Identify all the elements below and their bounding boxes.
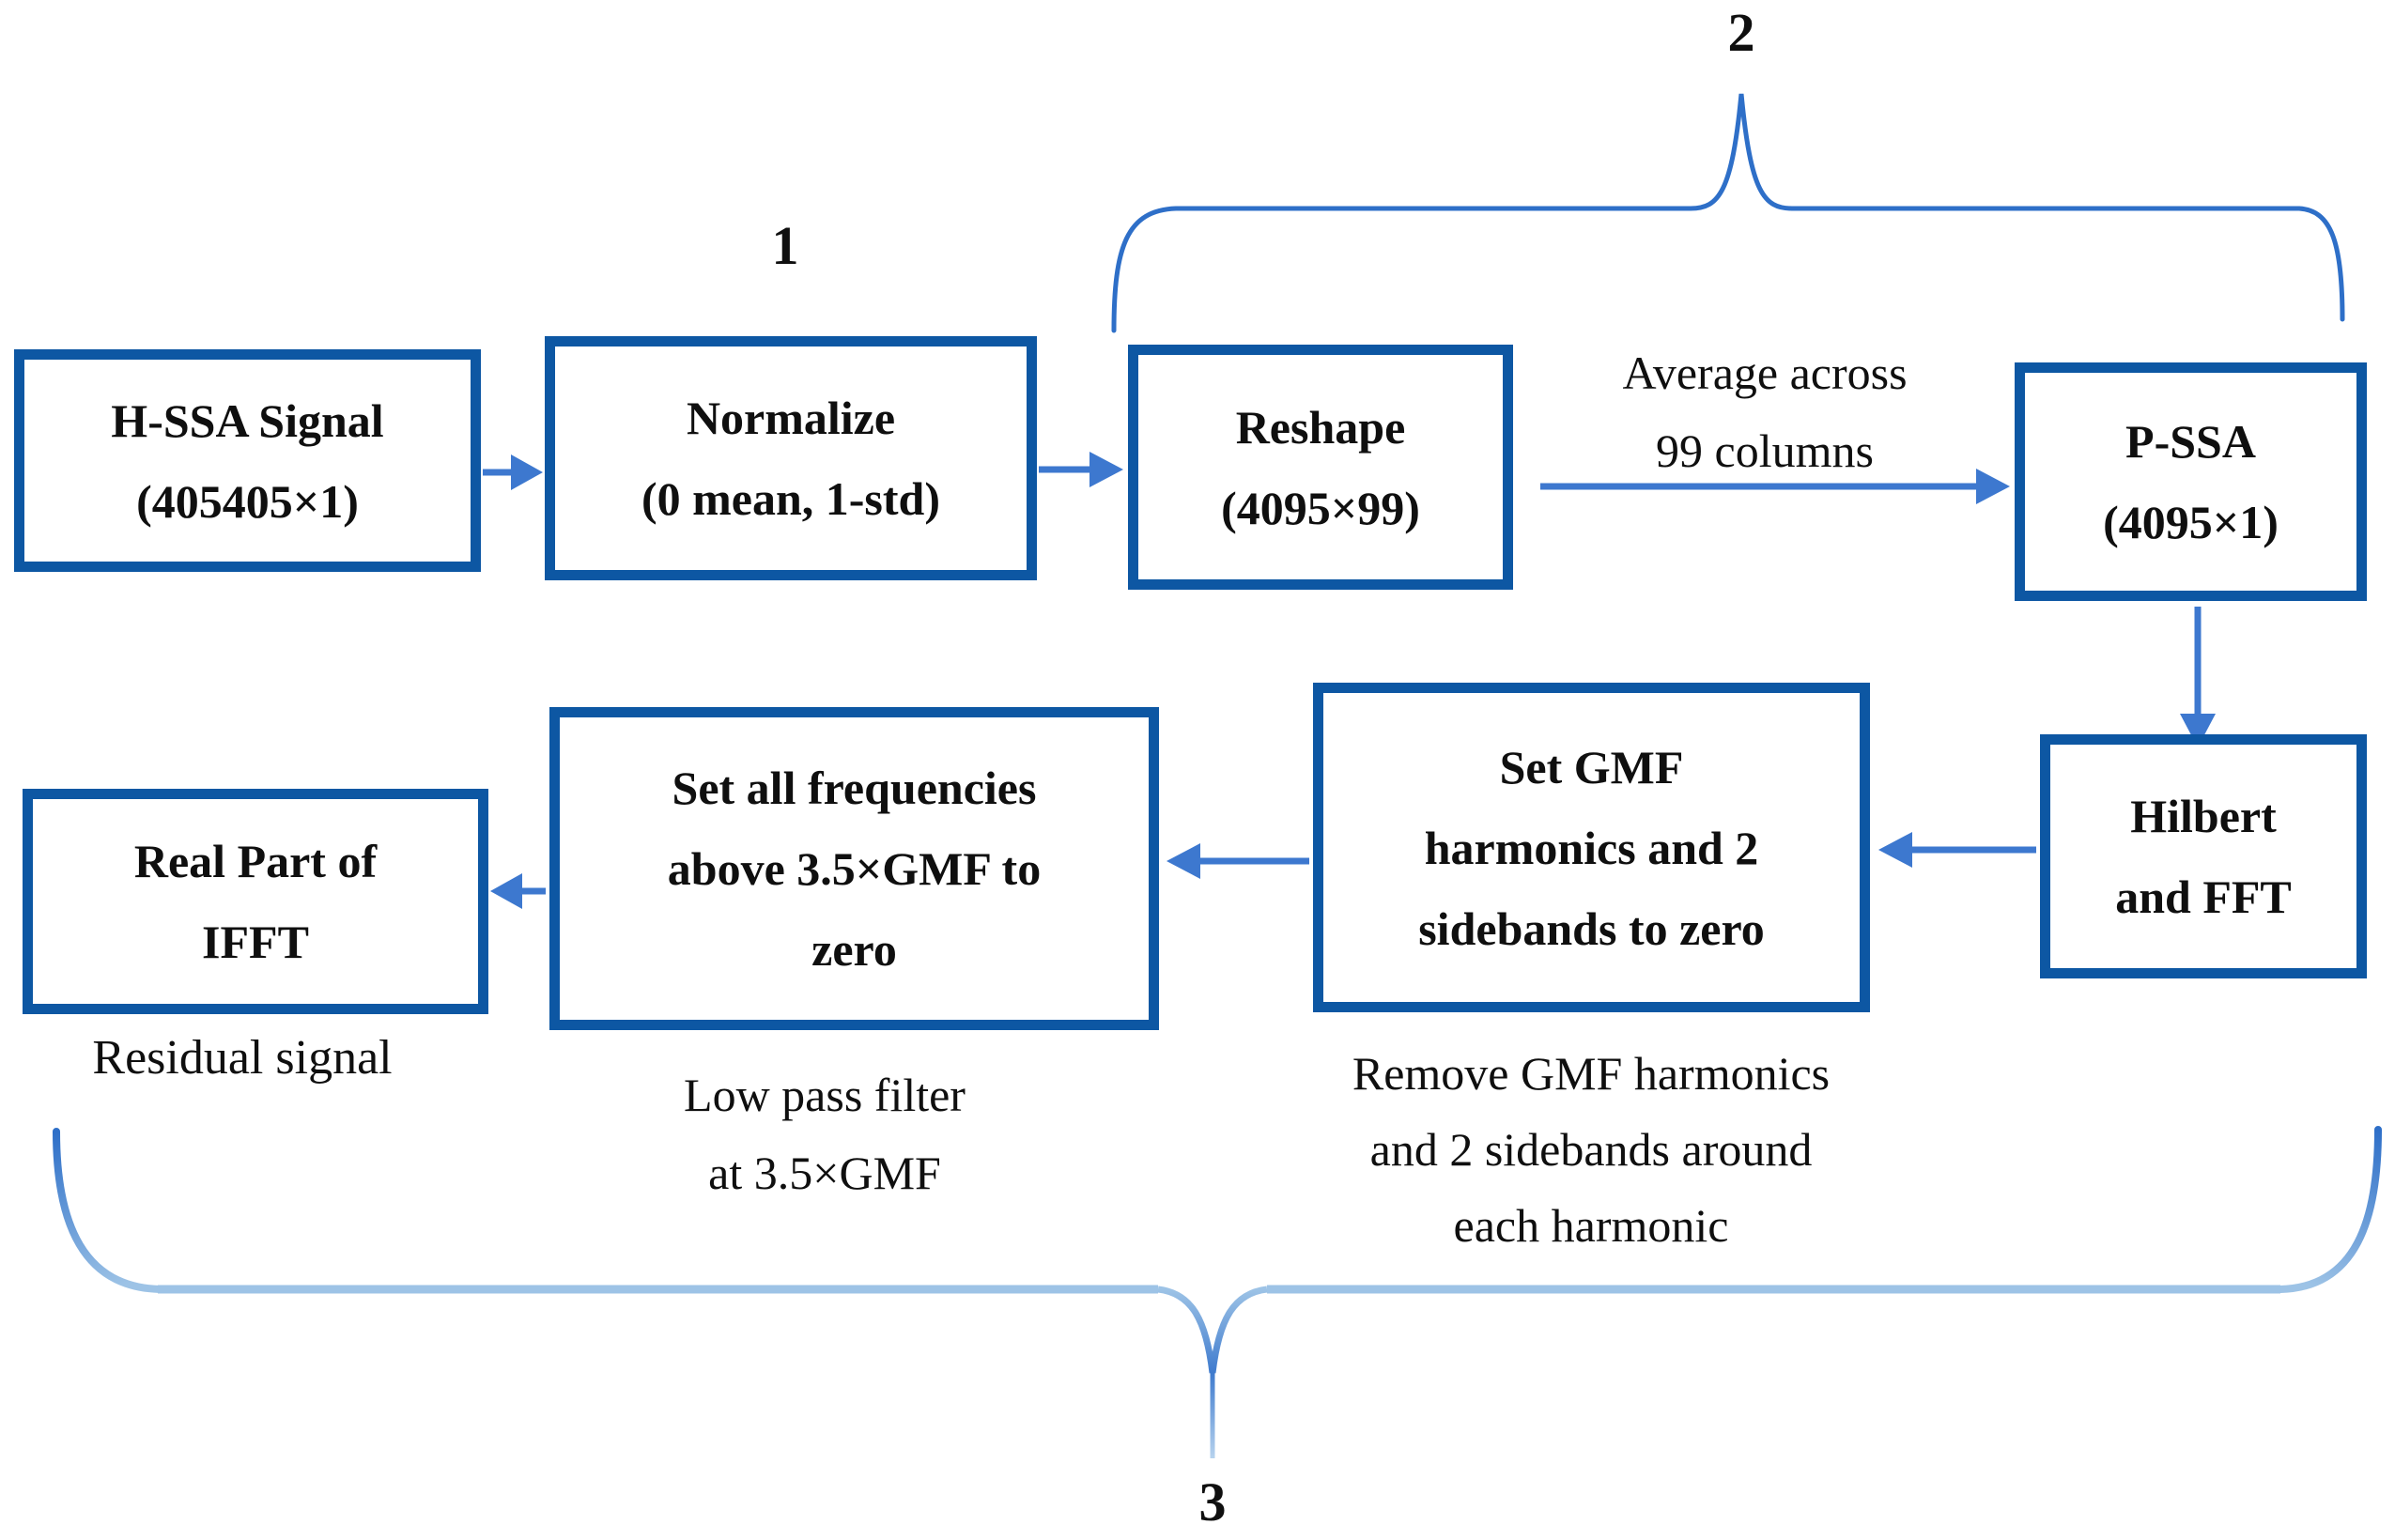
box-setgmf-line1: Set GMF [1499,740,1684,793]
box-reshape-line1: Reshape [1235,400,1406,454]
annotation-remove-gmf: Remove GMF harmonics and 2 sidebands aro… [1262,1036,1920,1264]
arrow-pssa-to-hilbert [2180,607,2216,747]
box-hilbert-line1: Hilbert [2130,790,2277,842]
annotation-average-line1: Average across [1622,346,1908,399]
box-setgmf-line3: sidebands to zero [1418,901,1765,955]
box-pssa-line1: P-SSA [2125,415,2256,468]
box-real-part-ifft: Real Part of IFFT [23,789,488,1014]
annotation-lowpass-line1: Low pass filter [684,1069,966,1121]
box-ifft-line2: IFFT [202,916,309,968]
annotation-average-across: Average across 99 columns [1530,334,2000,490]
box-setgmf-line2: harmonics and 2 [1424,821,1759,874]
annotation-remove-line2: and 2 sidebands around [1369,1123,1813,1176]
step-label-1: 1 [771,215,799,276]
annotation-residual-line1: Residual signal [92,1031,393,1085]
box-pssa: P-SSA (4095×1) [2015,362,2367,601]
brace-section-3-cusp [1157,1286,1268,1374]
annotation-remove-line3: each harmonic [1453,1199,1729,1252]
box-setfreq-line3: zero [811,923,897,976]
box-hilbert-line2: and FFT [2115,870,2292,923]
box-reshape: Reshape (4095×99) [1128,345,1513,590]
arrow-hilbert-to-setgmf [1878,832,2036,868]
box-normalize-line1: Normalize [686,392,896,444]
annotation-remove-line1: Remove GMF harmonics [1352,1047,1831,1100]
brace-section-2 [1111,93,2345,333]
annotation-low-pass-filter: Low pass filter at 3.5×GMF [590,1056,1059,1212]
arrow-hssa-to-normalize [483,454,543,490]
arrow-normalize-to-reshape [1039,452,1123,487]
box-hilbert-fft: Hilbert and FFT [2040,734,2367,978]
annotation-residual-signal: Residual signal [8,1019,477,1097]
arrow-setfreq-to-ifft [490,873,546,909]
box-normalize-line2: (0 mean, 1-std) [641,472,941,525]
box-reshape-line2: (4095×99) [1221,481,1420,534]
box-setfreq-line1: Set all frequencies [672,762,1037,814]
box-hssa-signal-line1: H-SSA Signal [111,393,384,447]
annotation-lowpass-line2: at 3.5×GMF [708,1147,941,1199]
box-pssa-line2: (4095×1) [2103,496,2279,548]
step-label-3: 3 [1198,1471,1227,1532]
brace-section-3-right-curl [2277,1126,2382,1293]
arrow-setgmf-to-setfreq [1167,843,1309,879]
box-set-all-frequencies: Set all frequencies above 3.5×GMF to zer… [549,707,1159,1030]
brace-section-3-left-curl [53,1128,163,1293]
box-set-gmf-harmonics: Set GMF harmonics and 2 sidebands to zer… [1313,683,1870,1012]
annotation-average-line2: 99 columns [1656,424,1874,477]
box-ifft-line1: Real Part of [133,835,378,887]
step-label-2: 2 [1727,2,1755,63]
box-setfreq-line2: above 3.5×GMF to [667,842,1042,895]
box-normalize: Normalize (0 mean, 1-std) [545,336,1037,580]
box-hssa-signal: H-SSA Signal (405405×1) [14,349,481,572]
box-hssa-signal-line2: (405405×1) [136,474,359,528]
